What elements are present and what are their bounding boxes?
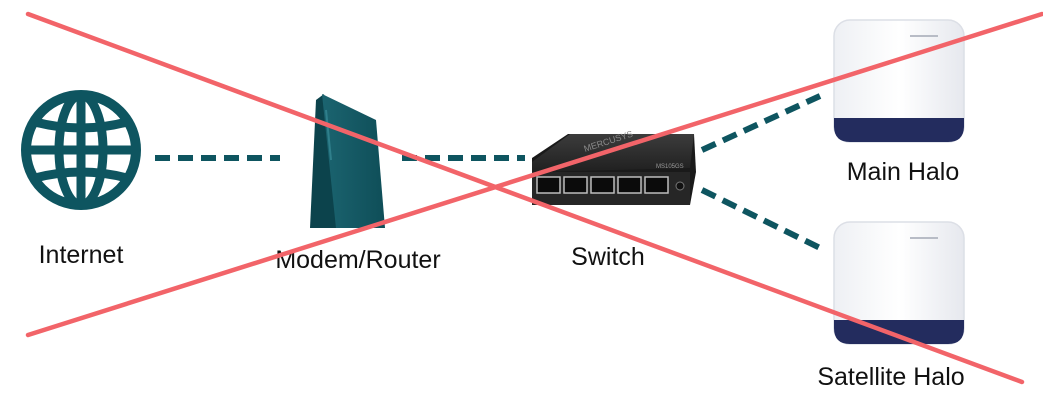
- switch-label: Switch: [571, 243, 645, 271]
- switch-power-port: [675, 181, 685, 191]
- main-halo-label: Main Halo: [847, 158, 960, 186]
- satellite-halo-label: Satellite Halo: [817, 363, 964, 391]
- switch-port: [617, 176, 642, 194]
- switch-port: [644, 176, 669, 194]
- network-switch-icon: MERCUSYS MS105GS: [532, 129, 696, 205]
- satellite-halo-icon: [833, 221, 965, 345]
- globe-icon: [21, 90, 141, 210]
- modem-router-label: Modem/Router: [275, 246, 440, 274]
- switch-port: [563, 176, 588, 194]
- modem-router-icon: [310, 94, 385, 228]
- switch-port: [536, 176, 561, 194]
- internet-label: Internet: [39, 241, 124, 269]
- switch-ports: [536, 176, 669, 194]
- connections: [155, 93, 822, 251]
- main-halo-icon: [833, 19, 965, 143]
- cross-out-mark: [25, 11, 1043, 385]
- connection-switch-satellite-halo: [700, 187, 822, 251]
- switch-model: MS105GS: [656, 164, 684, 170]
- cross-out-line: [25, 11, 1043, 338]
- cross-out-line: [25, 11, 1025, 385]
- switch-port: [590, 176, 615, 194]
